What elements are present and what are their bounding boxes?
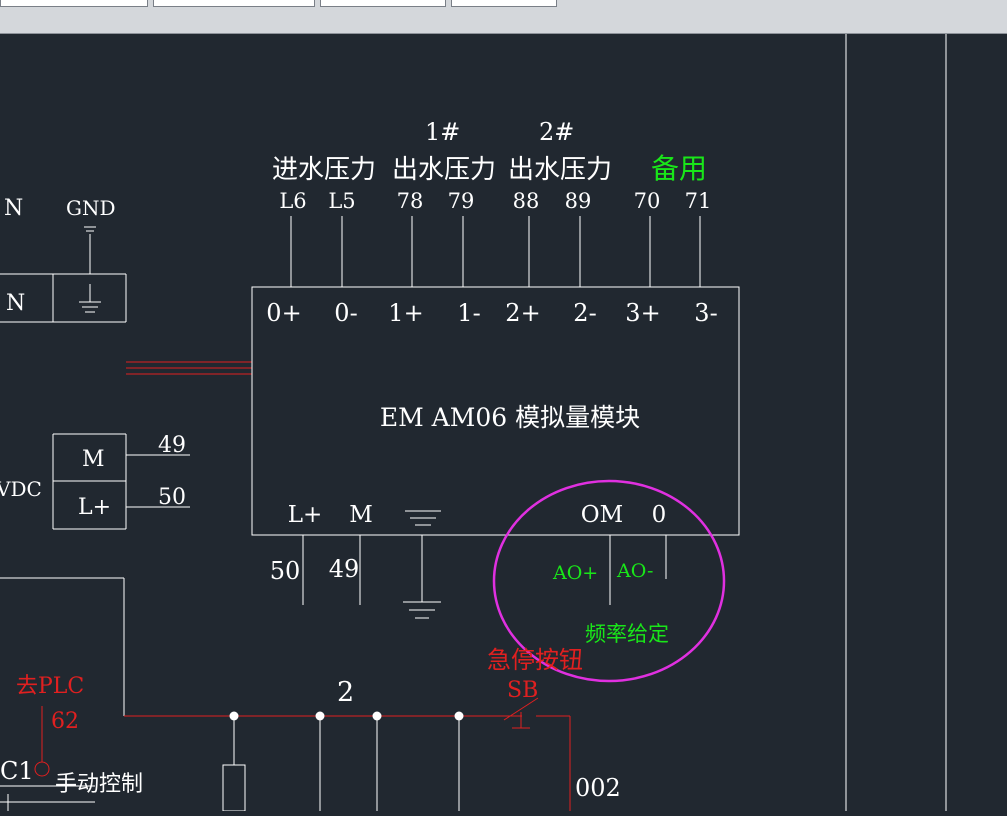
wire-number: 79 [448, 189, 475, 213]
label-sb: SB [507, 678, 538, 703]
label-c1: C1 [0, 757, 34, 785]
label-manual-control: 手动控制 [55, 772, 143, 797]
toolbar-field-4[interactable] [451, 0, 557, 7]
label-plc-wire: 62 [51, 709, 79, 734]
highlight-circle [492, 479, 726, 683]
label-wire-002: 002 [575, 774, 621, 802]
drawing-canvas[interactable]: N GND N VDC M L+ 49 50 进水压力 1# 出水压力 2# 出… [0, 34, 1007, 812]
module-terminal: 3+ [625, 299, 660, 327]
label-lplus-box: L+ [78, 495, 111, 520]
label-spare: 备用 [651, 152, 707, 185]
wire-number: L5 [328, 189, 355, 213]
analog-module-box [251, 216, 740, 619]
wire-number: L6 [279, 189, 306, 213]
toolbar-field-3[interactable] [320, 0, 446, 7]
label-in-pressure: 进水压力 [272, 155, 376, 185]
label-vdc: VDC [0, 477, 42, 501]
label-m-box: M [82, 447, 105, 472]
label-out1-num: 1# [425, 118, 460, 146]
branch-wires [0, 716, 460, 812]
wire-number: 89 [565, 189, 592, 213]
label-estop: 急停按钮 [487, 646, 583, 674]
label-ao-plus: AO+ [552, 562, 598, 584]
red-bus-wires [126, 361, 252, 375]
label-gnd-top: GND [66, 196, 116, 220]
label-n-box: N [6, 291, 25, 316]
module-om: OM [581, 502, 623, 528]
module-terminal: 1+ [388, 299, 423, 327]
module-zero: 0 [652, 502, 667, 528]
module-terminal: 2+ [505, 299, 540, 327]
label-frequency-setpoint: 频率给定 [585, 622, 669, 646]
wire-49-bottom: 49 [329, 555, 360, 583]
wiring-diagram: N GND N VDC M L+ 49 50 进水压力 1# 出水压力 2# 出… [0, 34, 947, 812]
module-bottom-lplus: L+ [288, 502, 323, 528]
label-out1-pressure: 出水压力 [392, 155, 496, 185]
wire-number: 78 [397, 189, 424, 213]
label-n-top: N [4, 196, 23, 221]
module-terminal: 2- [573, 299, 596, 327]
toolbar [0, 0, 1007, 34]
module-terminal: 0+ [266, 299, 301, 327]
module-bottom-m: M [349, 502, 373, 528]
module-terminal: 3- [694, 299, 717, 327]
wire-number: 70 [634, 189, 661, 213]
wire-50-left: 50 [158, 485, 186, 510]
power-terminal-block [0, 226, 190, 530]
label-node-2: 2 [337, 677, 354, 708]
label-to-plc: 去PLC [16, 674, 84, 699]
junction-dots [229, 711, 464, 721]
wire-49-left: 49 [158, 433, 186, 458]
toolbar-field-1[interactable] [0, 0, 148, 7]
module-terminal: 1- [457, 299, 480, 327]
label-out2-num: 2# [539, 118, 574, 146]
drawing-frame [845, 34, 947, 811]
label-out2-pressure: 出水压力 [508, 155, 612, 185]
wire-50-bottom: 50 [270, 557, 301, 585]
module-terminal: 0- [334, 299, 357, 327]
toolbar-field-2[interactable] [153, 0, 315, 7]
wire-number: 88 [513, 189, 540, 213]
module-name: EM AM06 模拟量模块 [380, 403, 640, 432]
wire-number: 71 [685, 189, 712, 213]
label-ao-minus: AO- [616, 560, 653, 582]
